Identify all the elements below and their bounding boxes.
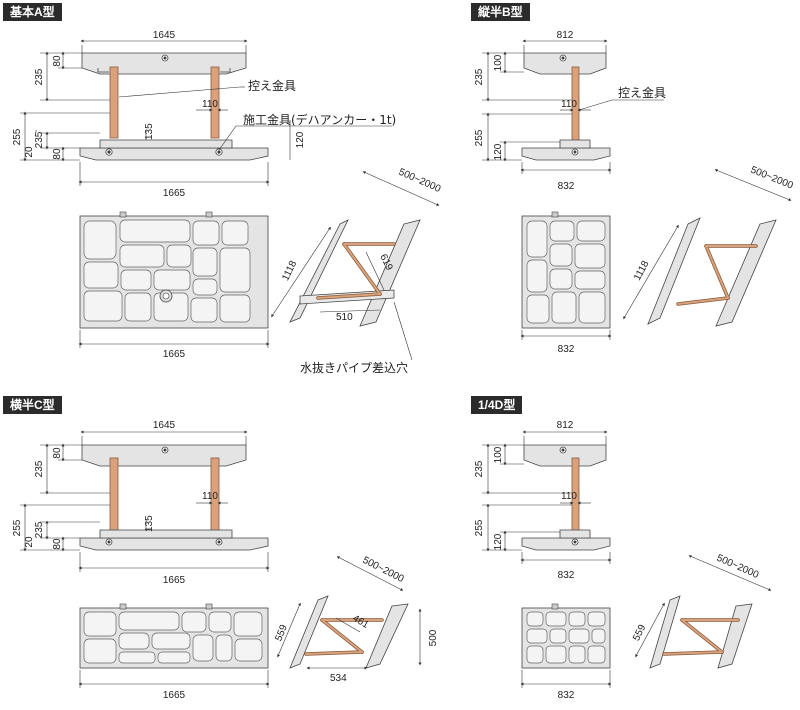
b-label-brace: 控え金具 bbox=[618, 85, 666, 100]
b-base-width: 832 bbox=[558, 181, 575, 192]
title-a: 基本A型 bbox=[3, 3, 62, 21]
a-base-235: 235 bbox=[34, 131, 45, 148]
c-post: 135 bbox=[144, 515, 155, 532]
a-base-120: 120 bbox=[295, 131, 306, 148]
a-label-anchor: 施工金具(デハアンカー・1t) bbox=[243, 112, 396, 127]
c-base-20: 20 bbox=[24, 536, 35, 548]
b-base-120: 120 bbox=[493, 143, 504, 160]
d-base-120: 120 bbox=[493, 533, 504, 550]
c-iso-height: 559 bbox=[273, 623, 290, 643]
plan-a bbox=[79, 211, 269, 329]
panel-d: 812 832 235 100 110 255 120 bbox=[474, 420, 772, 701]
title-b: 縦半B型 bbox=[471, 3, 530, 21]
a-base-20: 20 bbox=[24, 146, 35, 158]
title-c: 横半C型 bbox=[3, 396, 62, 414]
d-base-width: 832 bbox=[558, 570, 575, 581]
b-top-h-slab: 100 bbox=[493, 54, 504, 71]
c-top-h-total: 235 bbox=[34, 460, 45, 477]
b-plan-width: 832 bbox=[558, 344, 575, 355]
a-iso-510: 510 bbox=[336, 312, 353, 323]
a-gap: 110 bbox=[202, 99, 218, 110]
d-base-255: 255 bbox=[474, 519, 485, 536]
title-d: 1/4D型 bbox=[471, 396, 523, 414]
d-top-width: 812 bbox=[557, 420, 574, 431]
a-base-width: 1665 bbox=[163, 188, 186, 199]
b-top-h-total: 235 bbox=[474, 68, 485, 85]
a-base-80: 80 bbox=[52, 148, 63, 160]
c-iso-500: 500 bbox=[428, 629, 439, 646]
d-top-h-total: 235 bbox=[474, 460, 485, 477]
a-top-width: 1645 bbox=[153, 30, 176, 41]
d-gap: 110 bbox=[561, 491, 577, 502]
c-top-width: 1645 bbox=[153, 420, 176, 431]
c-iso-534: 534 bbox=[330, 673, 347, 684]
a-label-drain: 水抜きパイプ差込穴 bbox=[300, 360, 408, 375]
panel-b: 812 832 235 100 110 255 120 控え金具 bbox=[474, 30, 795, 355]
c-base-255: 255 bbox=[12, 519, 23, 536]
plan-c bbox=[79, 603, 269, 669]
iso-b bbox=[647, 217, 777, 327]
c-top-h-slab: 80 bbox=[52, 447, 63, 459]
c-plan-width: 1665 bbox=[163, 690, 186, 701]
c-base-width: 1665 bbox=[163, 575, 186, 586]
a-post: 135 bbox=[144, 123, 155, 140]
c-base-80: 80 bbox=[52, 538, 63, 550]
b-base-255: 255 bbox=[474, 129, 485, 146]
plan-d bbox=[521, 603, 611, 669]
b-iso-height: 1118 bbox=[632, 259, 652, 283]
elevation-a bbox=[79, 52, 269, 161]
a-label-brace: 控え金具 bbox=[248, 78, 296, 93]
d-top-h-slab: 100 bbox=[493, 446, 504, 463]
b-iso-range: 500~2000 bbox=[749, 165, 795, 192]
a-iso-range: 500~2000 bbox=[397, 167, 443, 195]
a-plan-width: 1665 bbox=[163, 349, 186, 360]
iso-c bbox=[289, 595, 409, 669]
iso-d bbox=[649, 595, 753, 669]
d-iso-range: 500~2000 bbox=[715, 553, 761, 581]
panel-c: 1645 1665 235 80 110 135 255 20 235 80 bbox=[12, 420, 439, 701]
a-base-255: 255 bbox=[12, 128, 23, 145]
b-top-width: 812 bbox=[557, 30, 574, 41]
a-top-h-slab: 80 bbox=[52, 55, 63, 67]
iso-a bbox=[289, 219, 421, 327]
plan-b bbox=[521, 211, 611, 329]
panel-a: 1645 1665 235 80 110 135 255 20 235 80 1… bbox=[12, 30, 443, 375]
c-base-235: 235 bbox=[34, 521, 45, 538]
d-plan-width: 832 bbox=[558, 690, 575, 701]
a-top-h-total: 235 bbox=[34, 68, 45, 85]
c-gap: 110 bbox=[202, 491, 218, 502]
d-iso-height: 559 bbox=[631, 623, 648, 643]
b-gap: 110 bbox=[561, 99, 577, 110]
